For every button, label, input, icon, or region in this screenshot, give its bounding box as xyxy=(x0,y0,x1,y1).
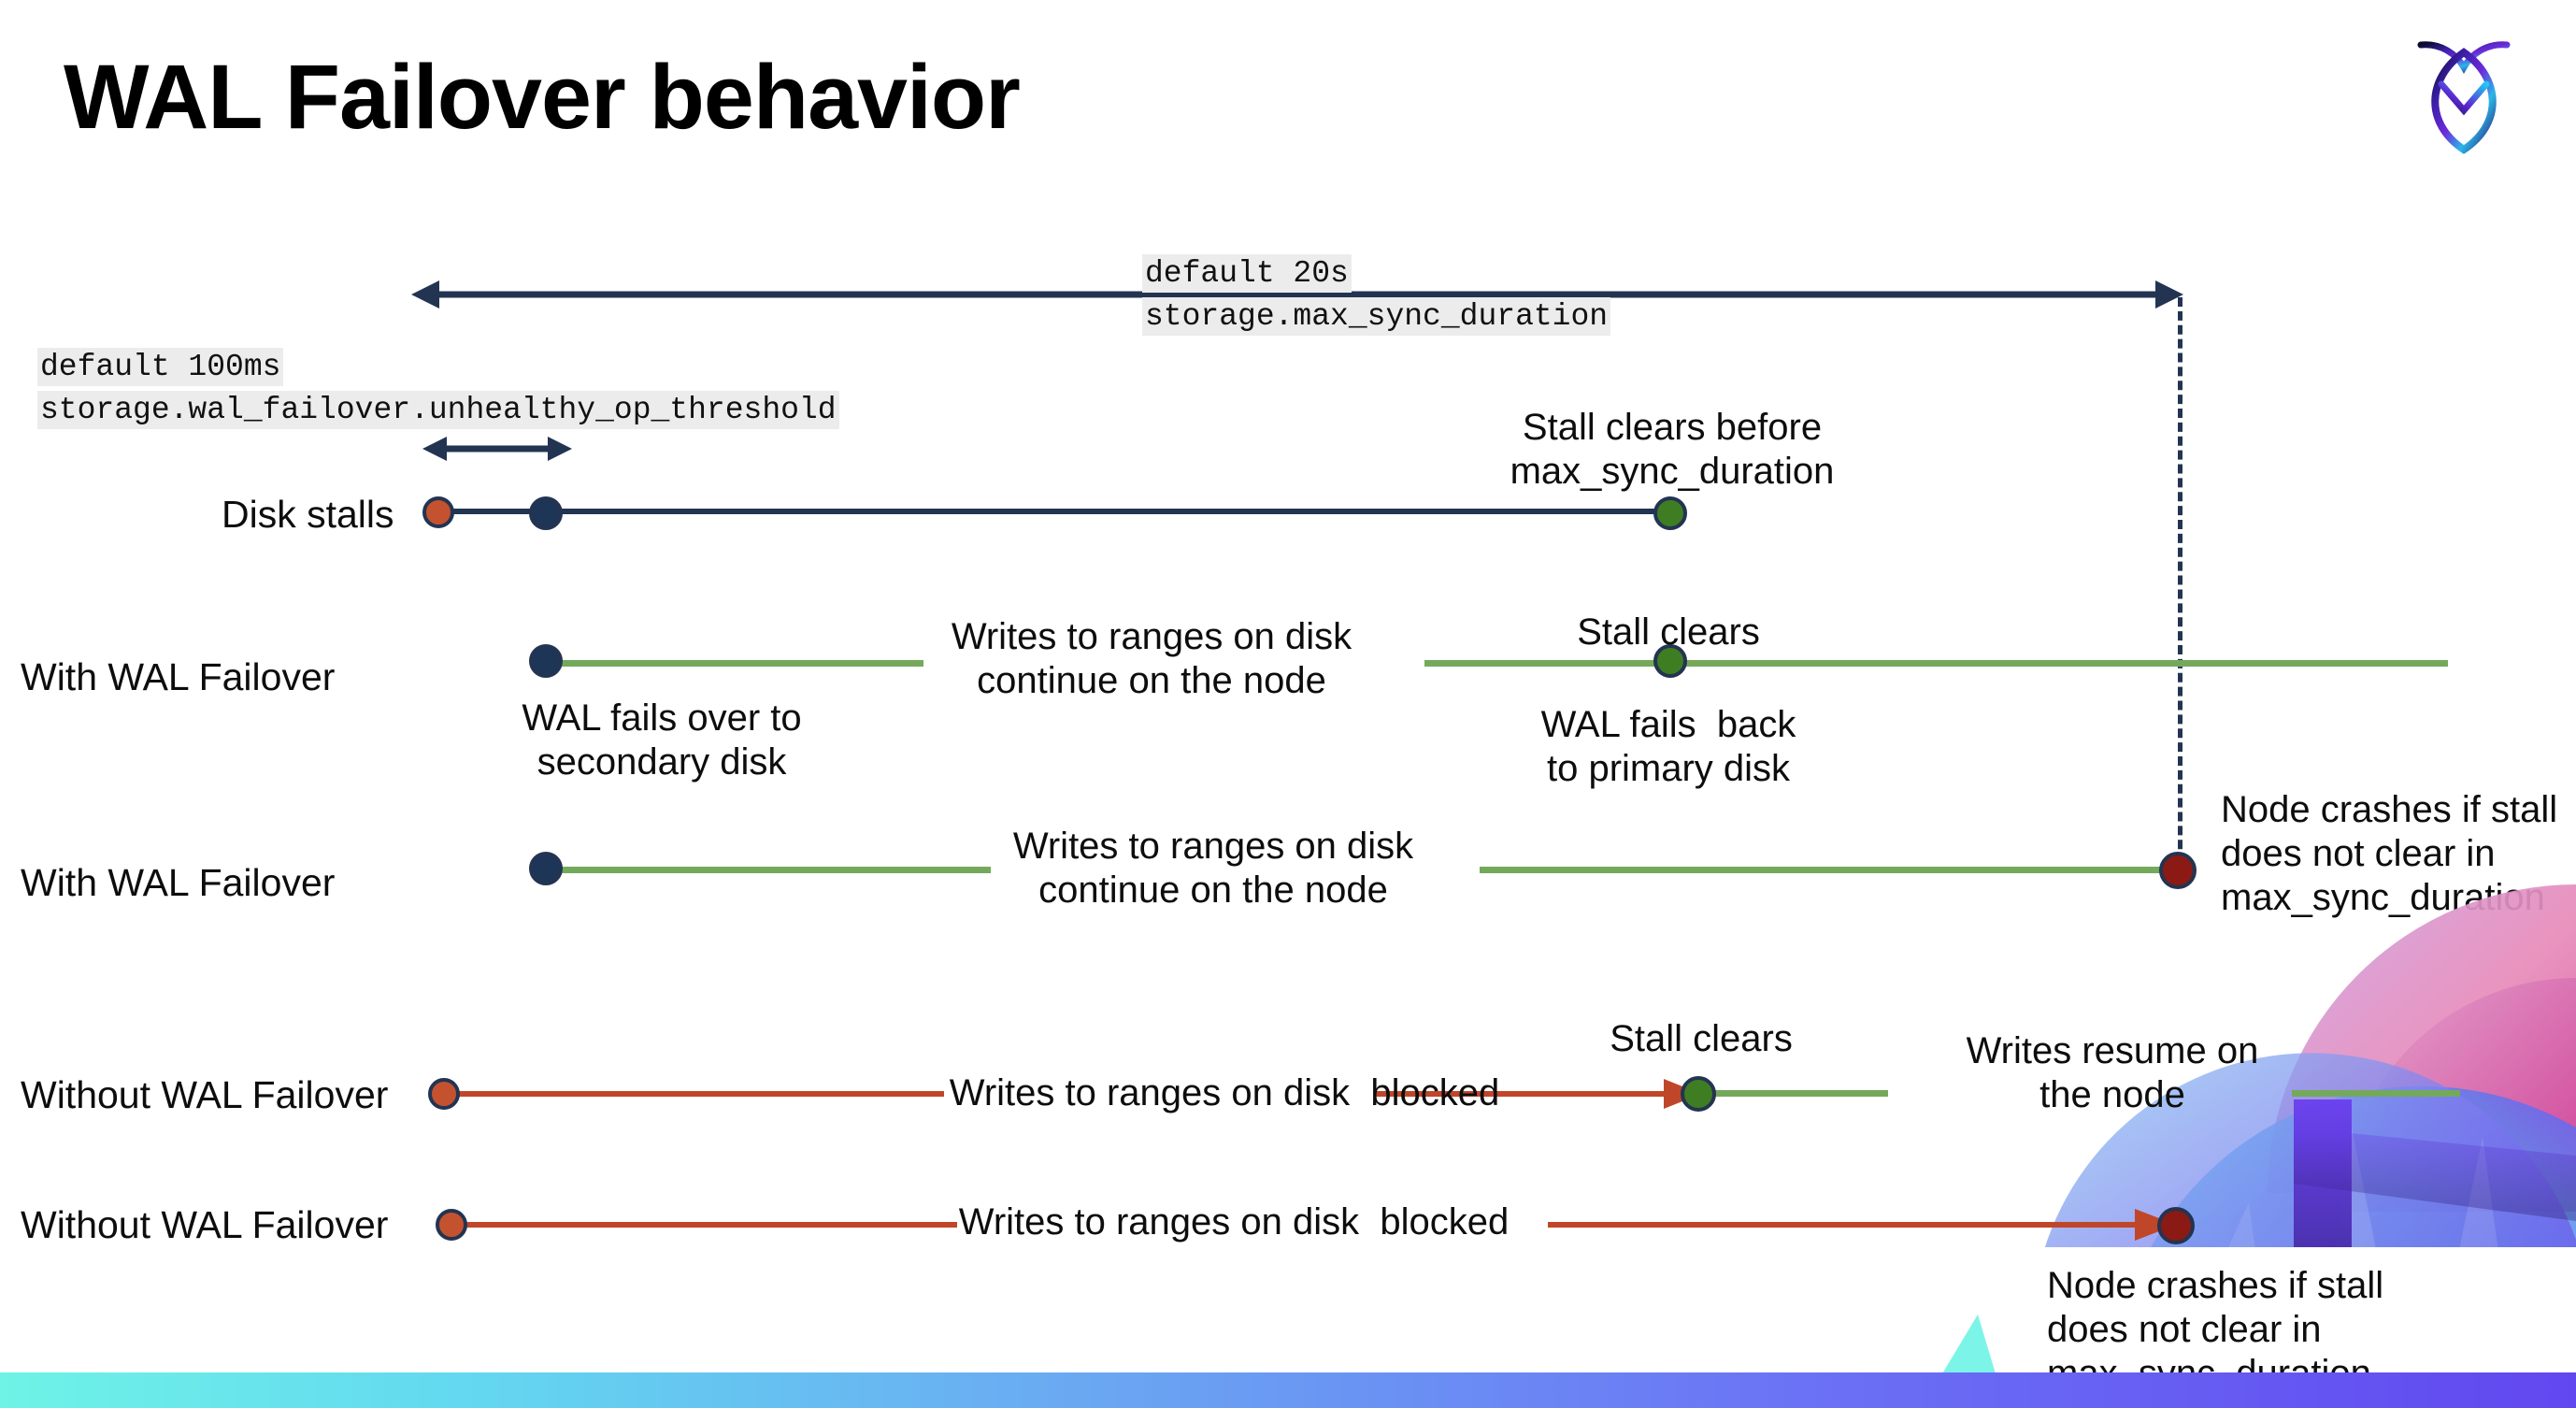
row-label-without-wal-failover-2: Without WAL Failover xyxy=(21,1203,389,1246)
with-failover-2-crash-dot xyxy=(2159,852,2197,889)
note-writes-resume: Writes resume on the node xyxy=(1966,1030,2259,1116)
unhealthy-op-threshold-span-arrow xyxy=(422,437,572,461)
disk-stall-clear-dot xyxy=(1653,496,1687,530)
max-sync-duration-default-chip: default 20s xyxy=(1142,254,1352,293)
max-sync-duration-setting-chip: storage.max_sync_duration xyxy=(1142,297,1611,336)
disk-stalls-timeline-segment xyxy=(436,509,1676,514)
row-label-with-wal-failover-2: With WAL Failover xyxy=(21,861,336,904)
row-label-without-wal-failover-1: Without WAL Failover xyxy=(21,1073,389,1116)
note-writes-continue-1: Writes to ranges on disk continue on the… xyxy=(951,616,1352,702)
unhealthy-op-threshold-default-chip: default 100ms xyxy=(37,348,284,386)
without-failover-1-resume-segment-b xyxy=(2292,1090,2460,1097)
note-node-crashes-1: Node crashes if stall does not clear in … xyxy=(2221,789,2558,919)
without-failover-1-start-dot xyxy=(428,1078,460,1110)
page-title: WAL Failover behavior xyxy=(64,46,1021,148)
wal-failover-trigger-dot xyxy=(529,496,563,530)
with-failover-2-segment-left xyxy=(540,867,991,873)
bottom-accent-bar xyxy=(0,1372,2576,1408)
without-failover-2-blocked-arrow xyxy=(447,1209,2176,1241)
note-writes-blocked-1: Writes to ranges on disk blocked xyxy=(949,1072,1500,1113)
with-failover-1-segment-left xyxy=(540,660,923,667)
note-writes-continue-2: Writes to ranges on disk continue on the… xyxy=(1012,826,1414,912)
row-label-disk-stalls: Disk stalls xyxy=(222,493,394,536)
with-failover-1-start-dot xyxy=(529,644,563,678)
note-writes-blocked-2: Writes to ranges on disk blocked xyxy=(958,1201,1510,1243)
note-stall-clears-2: Stall clears xyxy=(1610,1018,1793,1059)
unhealthy-op-threshold-setting-chip: storage.wal_failover.unhealthy_op_thresh… xyxy=(37,391,839,429)
with-failover-1-clear-dot xyxy=(1653,644,1687,678)
max-sync-duration-deadline-line xyxy=(2178,297,2182,877)
without-failover-1-clear-dot xyxy=(1681,1076,1716,1112)
cockroachdb-logo-icon xyxy=(2417,41,2511,154)
disk-stall-start-dot xyxy=(422,496,454,528)
max-sync-duration-span-arrow xyxy=(411,280,2183,309)
without-failover-2-start-dot xyxy=(436,1209,467,1241)
row-label-with-wal-failover-1: With WAL Failover xyxy=(21,655,336,698)
note-wal-fails-over: WAL fails over to secondary disk xyxy=(522,697,802,783)
with-failover-1-segment-right xyxy=(1424,660,2448,667)
without-failover-1-resume-segment-a xyxy=(1710,1090,1888,1097)
without-failover-2-crash-dot xyxy=(2157,1207,2195,1244)
with-failover-2-start-dot xyxy=(529,852,563,885)
note-wal-fails-back: WAL fails back to primary disk xyxy=(1540,704,1796,790)
note-stall-clears-1: Stall clears xyxy=(1577,611,1760,653)
with-failover-2-segment-right xyxy=(1480,867,2171,873)
note-stall-clears-before: Stall clears before max_sync_duration xyxy=(1510,407,1835,493)
